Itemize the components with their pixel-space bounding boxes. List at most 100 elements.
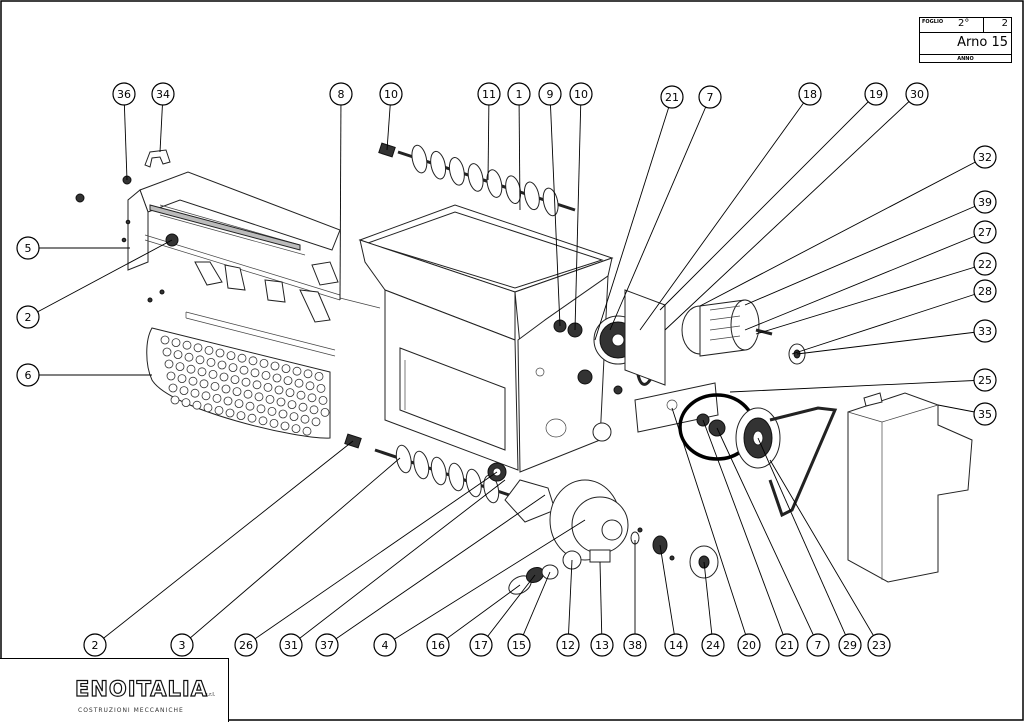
screen-hole (285, 388, 295, 398)
screen-hole (171, 338, 181, 348)
leader-line (599, 561, 603, 646)
callout-number: 25 (978, 374, 992, 387)
leader-line (702, 419, 788, 646)
screen-hole (261, 370, 271, 380)
callout-number: 3 (179, 639, 186, 652)
auger-flight (413, 450, 430, 480)
callout-number: 23 (872, 639, 886, 652)
callout-18: 18 (798, 82, 822, 106)
screen-hole (225, 408, 235, 418)
callout-34: 34 (151, 82, 175, 106)
callout-9: 9 (538, 82, 562, 106)
callout-number: 2 (92, 639, 99, 652)
screen-hole (259, 358, 269, 368)
callout-number: 7 (707, 91, 714, 104)
callout-number: 9 (547, 88, 554, 101)
motor-plate (624, 289, 666, 386)
screen-hole (188, 376, 198, 386)
callout-37: 37 (315, 633, 339, 657)
callout-22: 22 (973, 252, 997, 276)
callout-30: 30 (905, 82, 929, 106)
leader-line (757, 437, 851, 646)
screen-hole (230, 375, 240, 385)
screen-hole (300, 414, 310, 424)
leader-line (594, 96, 673, 341)
screen-hole (228, 363, 238, 373)
callout-5: 5 (16, 236, 40, 260)
screen-hole (177, 374, 187, 384)
screen-hole (254, 392, 264, 402)
screen-hole (248, 356, 258, 366)
callout-number: 30 (910, 88, 924, 101)
leader-line (123, 93, 128, 181)
leader-line (671, 407, 750, 646)
screen-hole (237, 353, 247, 363)
leader-line (27, 239, 173, 318)
callout-number: 10 (574, 88, 588, 101)
callout-number: 13 (595, 639, 609, 652)
callout-20: 20 (737, 633, 761, 657)
screen-hole (215, 348, 225, 358)
company-logo: ENOITALIA s.r.l. COSTRUZIONI MECCANICHE (0, 658, 229, 722)
title-block: FOGLIO 2° 2 Arno 15 ANNO (919, 17, 1012, 63)
callout-15: 15 (507, 633, 531, 657)
screen-holes (160, 335, 330, 436)
screen-hole (267, 406, 277, 416)
leader-line (518, 571, 551, 646)
leader-line (567, 559, 573, 646)
screen-hole (162, 347, 172, 357)
leader-line (94, 440, 354, 646)
callout-36: 36 (112, 82, 136, 106)
leader-line (639, 93, 811, 331)
screen-hole (281, 364, 291, 374)
screen-hole (265, 394, 275, 404)
leader-line (769, 459, 880, 646)
callout-11: 11 (477, 82, 501, 106)
callout-19: 19 (864, 82, 888, 106)
callout-number: 36 (117, 88, 131, 101)
screen-hole (309, 405, 319, 415)
callout-24: 24 (701, 633, 725, 657)
callout-27: 27 (973, 220, 997, 244)
callout-number: 21 (780, 639, 794, 652)
leader-line (574, 93, 582, 331)
screen-hole (272, 373, 282, 383)
screen-hole (203, 403, 213, 413)
screen-hole (199, 379, 209, 389)
leader-line (487, 93, 490, 181)
leader-line (384, 519, 586, 646)
callout-21: 21 (775, 633, 799, 657)
callout-12: 12 (556, 633, 580, 657)
logo-suffix: s.r.l. (205, 692, 216, 698)
callout-17: 17 (469, 633, 493, 657)
screen-hole (179, 386, 189, 396)
callout-number: 33 (978, 325, 992, 338)
screen-hole (214, 405, 224, 415)
callout-number: 5 (25, 242, 32, 255)
screen-hole (219, 372, 229, 382)
leader-line (755, 263, 986, 335)
guard-cover (847, 392, 973, 583)
screen-hole (256, 404, 266, 414)
leader-line (744, 201, 986, 306)
screen-hole (291, 424, 301, 434)
callout-number: 4 (382, 639, 389, 652)
callout-26: 26 (234, 633, 258, 657)
callout-3: 3 (170, 633, 194, 657)
auger-flight (448, 157, 465, 186)
screen-hole (245, 401, 255, 411)
callout-16: 16 (426, 633, 450, 657)
screen-hole (195, 355, 205, 365)
screen-hole (250, 368, 260, 378)
screen-hole (270, 361, 280, 371)
title-block-label: FOGLIO (922, 19, 944, 25)
screen-hole (164, 359, 174, 369)
screen-hole (201, 391, 211, 401)
leader-line (181, 457, 401, 646)
callout-number: 32 (978, 151, 992, 164)
screen-hole (168, 383, 178, 393)
leader-line (480, 574, 536, 646)
leader-line (796, 330, 986, 355)
screen-hole (232, 387, 242, 397)
leader-line (437, 584, 521, 646)
